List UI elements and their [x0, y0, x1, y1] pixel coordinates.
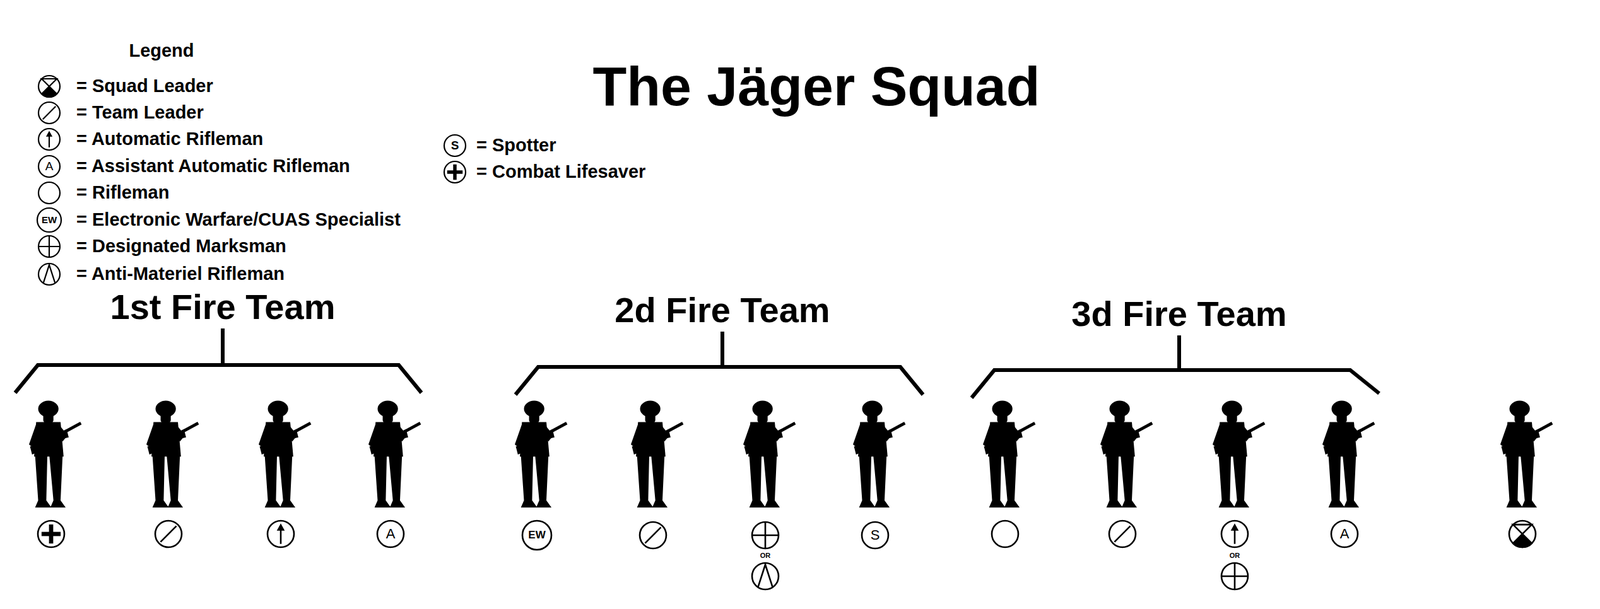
legend-entry: = Designated Marksman — [76, 236, 287, 257]
soldier — [258, 401, 311, 508]
team-leader-slash — [160, 526, 177, 542]
symbol-letter: A — [45, 160, 54, 174]
hourglass-top — [41, 78, 57, 87]
soldier — [743, 401, 795, 508]
legend-entry: = Anti-Materiel Rifleman — [76, 264, 285, 285]
cross-bar — [41, 532, 61, 537]
symbol-letter: S — [870, 528, 881, 544]
ew-symbol — [37, 208, 62, 233]
soldiers — [29, 401, 1553, 508]
role-symbols — [37, 75, 1536, 590]
legend-entry: = Combat Lifesaver — [476, 162, 646, 183]
arrow-head — [1230, 523, 1240, 532]
bracket — [971, 370, 1380, 399]
anti-materiel-mark — [757, 565, 773, 589]
sl-symbol — [1509, 521, 1536, 548]
dm-symbol — [752, 522, 779, 549]
legend-entry: = Team Leader — [76, 102, 204, 124]
cls-symbol — [444, 161, 466, 183]
soldier — [368, 401, 421, 508]
sl-symbol — [38, 75, 60, 98]
tl-symbol — [639, 522, 667, 549]
sp-symbol — [444, 135, 466, 157]
soldier — [1500, 401, 1553, 508]
hourglass-bottom — [41, 86, 57, 98]
rf-symbol — [38, 182, 60, 204]
legend-entry: = Assistant Automatic Rifleman — [76, 156, 351, 177]
legend-heading: Legend — [128, 41, 194, 62]
cls-symbol — [37, 521, 65, 548]
ar-symbol — [267, 521, 295, 548]
fire-team-heading: 2d Fire Team — [614, 290, 830, 330]
amr-symbol — [752, 563, 779, 590]
soldier — [514, 401, 567, 508]
rifleman-arrow — [48, 136, 50, 148]
arrow-head — [46, 130, 53, 137]
cross-bar — [447, 170, 463, 174]
arrow-head — [276, 523, 286, 532]
soldier — [146, 401, 199, 508]
soldier — [852, 401, 905, 508]
rifleman-arrow — [1234, 530, 1236, 545]
crosshair — [764, 522, 767, 549]
rifleman-arrow — [280, 530, 283, 545]
hourglass-bottom — [1512, 534, 1532, 548]
bracket — [15, 365, 422, 394]
symbol-letter: EW — [41, 215, 57, 226]
soldier — [29, 401, 81, 508]
bracket-stem — [1177, 335, 1182, 371]
bracket — [515, 367, 924, 395]
aar-symbol — [38, 155, 60, 178]
anti-materiel-mark — [43, 264, 56, 284]
bracket-stem — [720, 331, 725, 368]
or-note: OR — [1229, 552, 1241, 560]
crosshair — [48, 235, 50, 258]
fire-team-heading: 3d Fire Team — [1071, 294, 1287, 334]
soldier — [630, 401, 683, 508]
symbol-letter: A — [386, 526, 396, 542]
legend-entry: = Rifleman — [76, 182, 170, 204]
team-leader-slash — [644, 527, 661, 544]
dm-symbol — [1221, 563, 1248, 590]
tl-symbol — [155, 521, 182, 548]
soldier — [1212, 401, 1265, 508]
aar-symbol — [377, 521, 404, 548]
soldier — [1322, 401, 1375, 508]
symbol-letter: EW — [528, 529, 546, 542]
team-leader-slash — [42, 106, 56, 120]
ar-symbol — [1221, 521, 1248, 548]
legend-entry: = Automatic Rifleman — [76, 129, 264, 150]
symbol-letter: S — [451, 139, 460, 153]
soldier — [982, 401, 1035, 508]
legend-entry: = Spotter — [476, 135, 557, 156]
team-leader-slash — [1114, 526, 1130, 542]
aar-symbol — [1331, 521, 1358, 548]
rf-symbol — [991, 521, 1019, 548]
ar-symbol — [38, 128, 60, 151]
legend-entry: = Electronic Warfare/CUAS Specialist — [76, 210, 401, 231]
symbol-letter: A — [1340, 526, 1350, 542]
ew-symbol — [522, 521, 552, 551]
tl-symbol — [1109, 521, 1136, 548]
diagram-title: The Jäger Squad — [592, 56, 1040, 118]
legend-entry: = Squad Leader — [76, 76, 214, 97]
sp-symbol — [861, 522, 889, 549]
amr-symbol — [38, 263, 60, 286]
fire-team-heading: 1st Fire Team — [110, 287, 336, 327]
fire-team-brackets — [15, 328, 1380, 399]
crosshair — [1234, 563, 1236, 590]
soldier — [1100, 401, 1153, 508]
dm-symbol — [38, 235, 60, 258]
or-note: OR — [760, 552, 771, 560]
hourglass-top — [1512, 524, 1532, 535]
tl-symbol — [38, 102, 60, 124]
bracket-stem — [220, 328, 225, 366]
